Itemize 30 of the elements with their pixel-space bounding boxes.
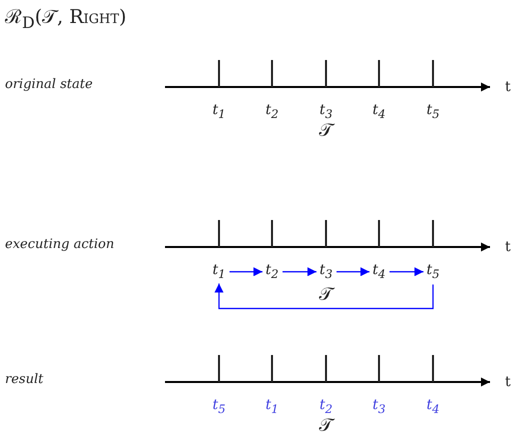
tick-label: t$_{4}$ [372,103,386,120]
arrow [282,267,316,276]
time-label: t$_{4}$ [372,263,386,280]
axis-label: t [505,80,511,94]
time-label: t$_{5}$ [426,263,440,280]
arrow [390,267,424,276]
arrow [336,267,370,276]
time-label: t$_{1}$ [212,263,226,280]
tick-label: t$_{2}$ [265,103,279,120]
tick-label: t$_{5}$ [426,103,440,120]
set-symbol: 𝒯 [319,417,333,435]
title: ℛ$_{D}$(𝒯, Right) [5,8,126,31]
tick-label: t$_{1}$ [212,103,226,120]
time-label: t$_{3}$ [319,263,333,280]
row-label: result [5,373,44,386]
arrow [230,267,262,276]
axis-label: t [505,240,511,254]
tick-label: t$_{4}$ [426,398,440,416]
time-label: t$_{2}$ [265,263,279,280]
row-label: original state [5,78,93,91]
tick-label: t$_{2}$ [319,398,333,416]
set-symbol: 𝒯 [319,122,333,140]
tick-label: t$_{3}$ [319,103,333,120]
row-label: executing action [5,238,114,251]
arrow [214,283,434,310]
set-symbol: 𝒯 [319,286,333,304]
tick-label: t$_{5}$ [212,398,226,416]
tick-label: t$_{1}$ [265,398,279,416]
axis-label: t [505,375,511,389]
tick-label: t$_{3}$ [372,398,386,416]
